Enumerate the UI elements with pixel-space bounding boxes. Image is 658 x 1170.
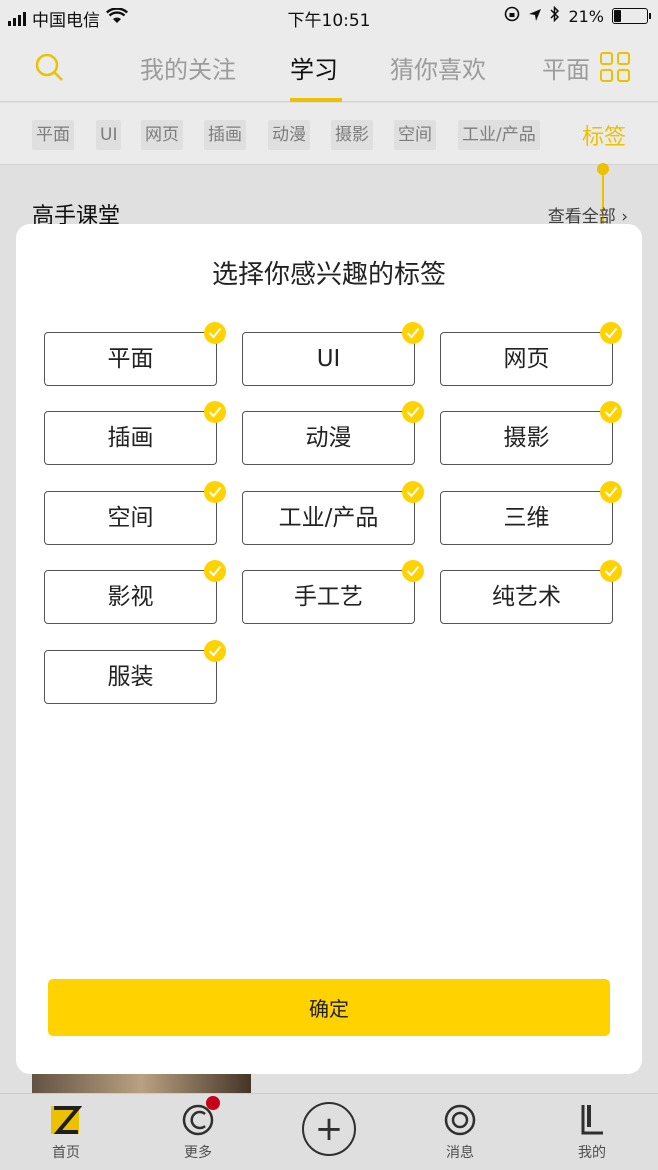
status-left: 中国电信 <box>8 6 129 31</box>
chip-illustration[interactable]: 插画 <box>204 120 246 150</box>
tag-label: 动漫 <box>305 425 352 451</box>
plus-icon: + <box>314 1109 344 1149</box>
battery-percent: 21% <box>568 6 604 26</box>
check-icon <box>600 481 622 503</box>
grid-menu-icon[interactable] <box>600 52 630 82</box>
more-c-icon <box>181 1102 215 1138</box>
tabbar-messages[interactable]: 消息 <box>420 1102 500 1162</box>
check-icon <box>402 481 424 503</box>
wifi-icon <box>105 7 129 29</box>
tags-link[interactable]: 标签 <box>581 125 626 150</box>
tag-fine-art[interactable]: 纯艺术 <box>440 560 622 624</box>
tag-label: 网页 <box>503 346 550 372</box>
course-thumbnail[interactable] <box>32 1070 251 1094</box>
tag-label: 手工艺 <box>294 584 363 610</box>
chip-space[interactable]: 空间 <box>394 120 436 150</box>
tabbar-messages-label: 消息 <box>446 1145 474 1161</box>
clock: 下午10:51 <box>287 11 371 31</box>
create-plus-button[interactable]: + <box>302 1102 356 1156</box>
tab-following[interactable]: 我的关注 <box>140 56 236 84</box>
status-bar: 中国电信 下午10:51 21% <box>0 0 658 34</box>
tag-3d[interactable]: 三维 <box>440 481 622 545</box>
top-nav: 我的关注 学习 猜你喜欢 平面 <box>0 34 658 102</box>
messages-icon <box>443 1102 477 1138</box>
check-icon <box>402 322 424 344</box>
check-icon <box>600 560 622 582</box>
chevron-right-icon: › <box>621 207 628 227</box>
carrier-label: 中国电信 <box>32 11 100 31</box>
category-chips: 平面 UI 网页 插画 动漫 摄影 空间 工业/产品 标签 <box>0 103 658 165</box>
chip-photography[interactable]: 摄影 <box>331 120 373 150</box>
location-icon <box>528 7 542 26</box>
tag-label: UI <box>316 346 341 372</box>
signal-icon <box>8 11 26 26</box>
tag-space[interactable]: 空间 <box>44 481 226 545</box>
tag-label: 平面 <box>107 346 154 372</box>
chip-industrial[interactable]: 工业/产品 <box>458 120 540 150</box>
tag-ui[interactable]: UI <box>242 322 424 386</box>
check-icon <box>402 560 424 582</box>
tabbar-mine[interactable]: 我的 <box>552 1102 632 1162</box>
tag-label: 空间 <box>107 505 154 531</box>
tabbar-more-label: 更多 <box>184 1145 212 1161</box>
status-right: 21% <box>504 5 651 26</box>
tag-picker-modal: 选择你感兴趣的标签 平面 UI 网页 插画 动漫 摄影 空间 工业/产品 三维 … <box>16 224 642 1074</box>
view-all-link[interactable]: 查看全部 › <box>548 202 628 227</box>
tag-web[interactable]: 网页 <box>440 322 622 386</box>
tag-photography[interactable]: 摄影 <box>440 401 622 465</box>
tabbar-home[interactable]: 首页 <box>26 1102 106 1162</box>
tag-label: 摄影 <box>503 425 550 451</box>
confirm-button[interactable]: 确定 <box>48 979 610 1036</box>
tabbar-more[interactable]: 更多 <box>158 1102 238 1162</box>
check-icon <box>204 401 226 423</box>
tabbar-home-label: 首页 <box>52 1145 80 1161</box>
tab-graphic[interactable]: 平面 <box>542 56 590 84</box>
chip-web[interactable]: 网页 <box>141 120 183 150</box>
chip-ui[interactable]: UI <box>96 120 122 150</box>
tag-label: 服装 <box>107 664 154 690</box>
tag-label: 影视 <box>107 584 154 610</box>
tag-label: 工业/产品 <box>278 505 379 531</box>
chip-graphic[interactable]: 平面 <box>32 120 74 150</box>
search-icon[interactable] <box>34 52 64 82</box>
tag-industrial-product[interactable]: 工业/产品 <box>242 481 424 545</box>
tag-animation[interactable]: 动漫 <box>242 401 424 465</box>
lock-rotation-icon <box>504 6 520 26</box>
check-icon <box>600 322 622 344</box>
notification-dot <box>206 1096 220 1110</box>
tag-fashion[interactable]: 服装 <box>44 640 226 704</box>
check-icon <box>204 640 226 662</box>
check-icon <box>204 481 226 503</box>
bottom-tabbar: 首页 更多 + 消息 我的 <box>0 1093 658 1170</box>
tag-film[interactable]: 影视 <box>44 560 226 624</box>
bluetooth-icon <box>550 5 560 26</box>
check-icon <box>204 322 226 344</box>
home-z-icon <box>49 1102 83 1138</box>
battery-icon <box>612 8 651 24</box>
tab-recommended[interactable]: 猜你喜欢 <box>390 56 486 84</box>
active-tab-indicator <box>290 98 342 102</box>
check-icon <box>600 401 622 423</box>
pointer-line <box>602 166 604 226</box>
profile-l-icon <box>575 1102 609 1138</box>
tag-label: 插画 <box>107 425 154 451</box>
tab-learning[interactable]: 学习 <box>290 56 338 84</box>
modal-title: 选择你感兴趣的标签 <box>211 260 446 290</box>
tag-label: 纯艺术 <box>492 584 561 610</box>
tag-graphic[interactable]: 平面 <box>44 322 226 386</box>
chip-animation[interactable]: 动漫 <box>268 120 310 150</box>
check-icon <box>402 401 424 423</box>
tag-label: 三维 <box>503 505 550 531</box>
tag-handicraft[interactable]: 手工艺 <box>242 560 424 624</box>
tag-illustration[interactable]: 插画 <box>44 401 226 465</box>
check-icon <box>204 560 226 582</box>
view-all-label: 查看全部 <box>547 207 616 227</box>
tabbar-mine-label: 我的 <box>578 1145 606 1161</box>
